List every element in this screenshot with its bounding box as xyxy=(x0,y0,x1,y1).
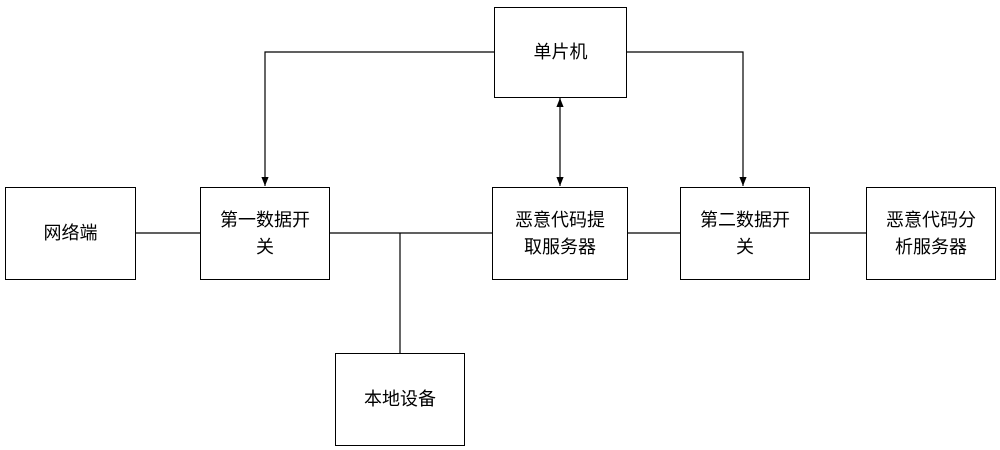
edge-mcu-switch1 xyxy=(261,51,494,186)
node-local-device: 本地设备 xyxy=(335,353,465,446)
node-mcu: 单片机 xyxy=(494,7,627,98)
node-extract-server: 恶意代码提 取服务器 xyxy=(492,187,628,280)
node-network: 网络端 xyxy=(5,187,136,280)
node-switch2: 第二数据开 关 xyxy=(680,187,810,280)
node-switch1: 第一数据开 关 xyxy=(200,187,330,280)
node-analysis-server: 恶意代码分 析服务器 xyxy=(866,187,996,280)
edge-mcu-switch2 xyxy=(627,51,747,186)
